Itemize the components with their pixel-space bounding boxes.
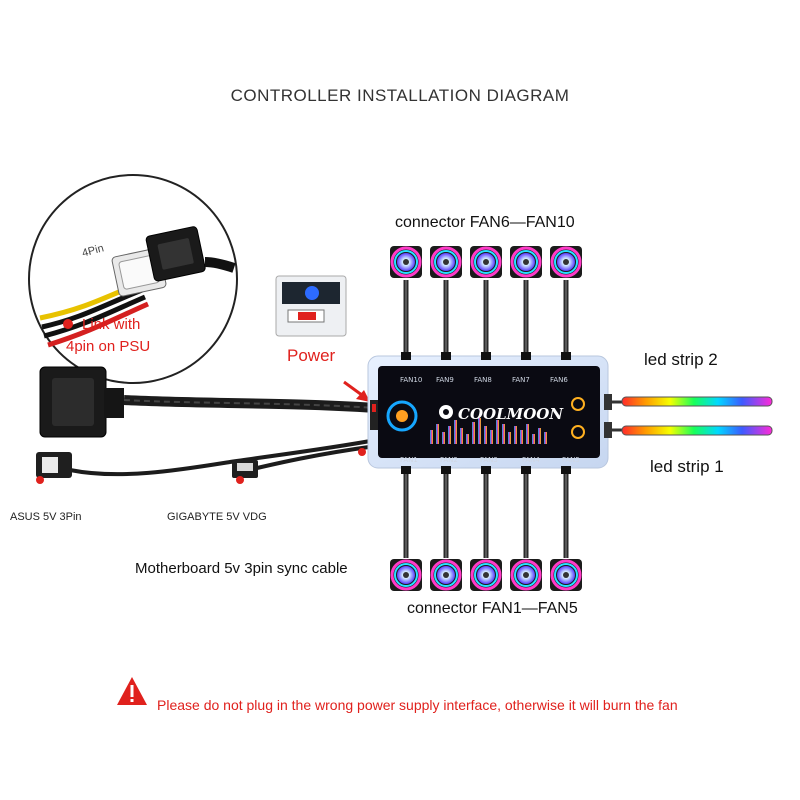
sync-cable (69, 438, 377, 477)
controller-hub: COOLMOON FAN10 FAN9 FAN8 FAN7 FAN6 FAN1 … (367, 355, 612, 469)
rgb-fan-icon (390, 559, 422, 591)
port-label-bottom: FAN2 (440, 456, 458, 464)
rgb-fan-icon (470, 559, 502, 591)
port-label-bottom: FAN5 (562, 456, 580, 464)
rgb-fan-icon (390, 246, 422, 278)
port-label-top: FAN8 (474, 376, 492, 384)
led-strip-1-label: led strip 1 (650, 457, 724, 476)
sync-cable-label: Motherboard 5v 3pin sync cable (135, 560, 348, 577)
gigabyte-red-dot (236, 476, 244, 484)
rgb-fan-icon (430, 246, 462, 278)
led-strip-1 (612, 425, 773, 436)
molex-connector (39, 366, 124, 438)
port-label-bottom: FAN4 (522, 456, 540, 464)
port-label-top: FAN10 (400, 376, 422, 384)
rgb-fan-icon (550, 559, 582, 591)
rgb-fan-icon (510, 559, 542, 591)
led-strip-2 (612, 396, 773, 407)
port-label-bottom: FAN3 (480, 456, 498, 464)
fan-array (390, 246, 582, 591)
diagram-title: CONTROLLER INSTALLATION DIAGRAM (230, 86, 570, 105)
led-strip-2-label: led strip 2 (644, 350, 718, 369)
gigabyte-label: GIGABYTE 5V VDG (167, 511, 267, 523)
power-label: Power (287, 346, 336, 365)
rgb-fan-icon (550, 246, 582, 278)
port-label-top: FAN6 (550, 376, 568, 384)
psu-4pin-inset (28, 174, 238, 384)
connector-top-label: connector FAN6—FAN10 (395, 214, 575, 231)
psu-link-line1: Link with (82, 316, 141, 333)
gigabyte-plug (232, 460, 258, 478)
port-label-bottom: FAN1 (400, 456, 418, 464)
warning-text: Please do not plug in the wrong power su… (157, 697, 678, 713)
rgb-fan-icon (510, 246, 542, 278)
psu-red-dot (63, 319, 73, 329)
sync-red-dot (358, 448, 366, 456)
rgb-fan-icon (470, 246, 502, 278)
asus-3pin-plug (36, 452, 72, 478)
power-port-inset (275, 275, 347, 337)
connector-bottom-label: connector FAN1—FAN5 (407, 600, 578, 617)
rgb-fan-icon (430, 559, 462, 591)
port-label-top: FAN9 (436, 376, 454, 384)
controller-brand: COOLMOON (458, 405, 564, 423)
psu-link-line2: 4pin on PSU (66, 338, 151, 355)
warning-triangle-icon (117, 677, 147, 705)
port-label-top: FAN7 (512, 376, 530, 384)
asus-red-dot (36, 476, 44, 484)
power-cable (123, 395, 377, 413)
asus-label: ASUS 5V 3Pin (10, 511, 82, 523)
